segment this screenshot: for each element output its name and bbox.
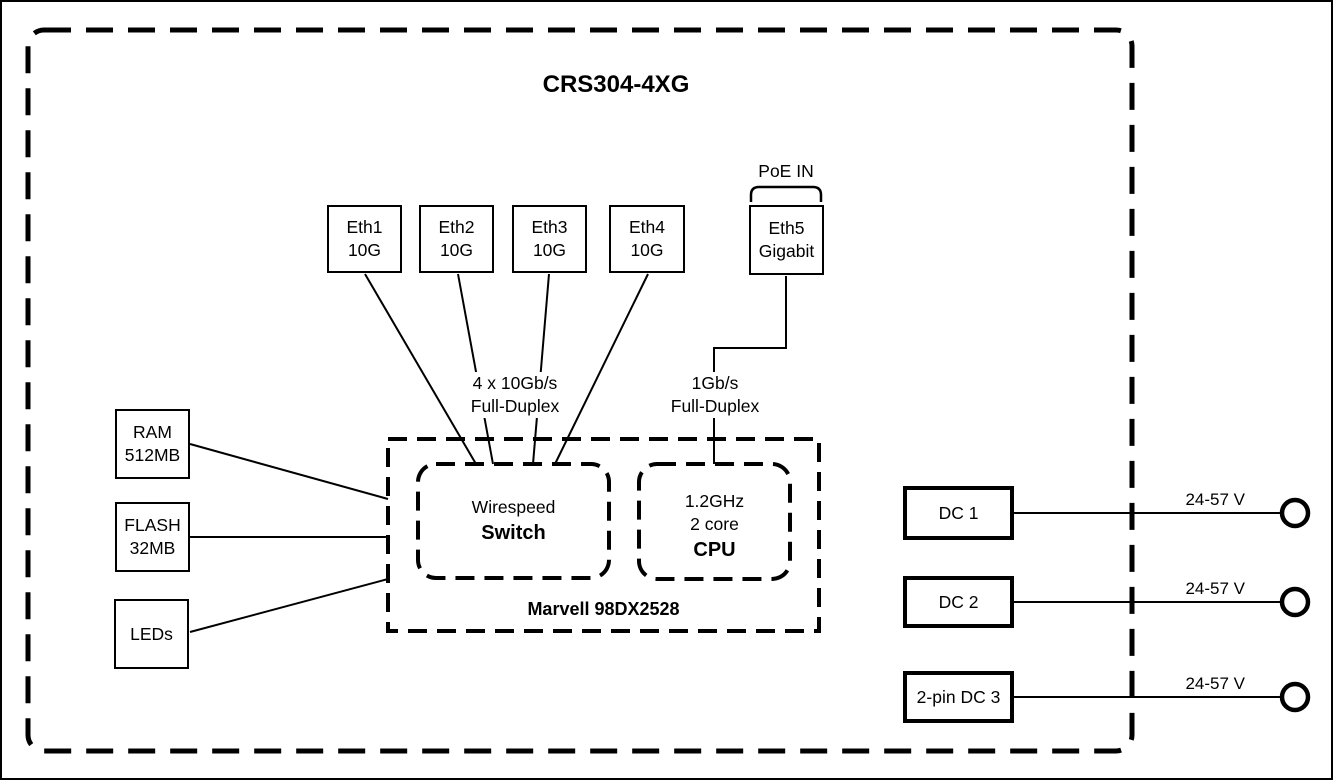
port-speed: Gigabit: [758, 241, 815, 261]
port-box-eth2: Eth2 10G: [419, 205, 494, 273]
flash-label: FLASH: [124, 515, 181, 535]
device-enclosure-dashed-border: [25, 27, 1135, 754]
eth1-switch-wire: [364, 273, 477, 465]
device-title: CRS304-4XG: [542, 71, 690, 98]
switch-block: Wirespeed Switch: [418, 464, 609, 578]
poe-in-label: PoE IN: [758, 161, 814, 181]
port-speed: 10G: [439, 240, 474, 260]
cpu-block-line2: 2 core: [690, 513, 739, 534]
dc2-connector-circle-icon: [1279, 586, 1311, 618]
leds-soc-wire: [189, 578, 389, 633]
cpu-bus-label: 1Gb/s Full-Duplex: [635, 372, 795, 418]
dc3-label: 2-pin DC 3: [916, 686, 1001, 707]
flash-box: FLASH 32MB: [115, 502, 190, 572]
switch-block-line1: Wirespeed: [471, 496, 556, 517]
leds-label: LEDs: [130, 623, 173, 644]
cpu-block-line3: CPU: [693, 538, 736, 561]
port-speed: 10G: [532, 240, 567, 260]
eth3-switch-wire: [532, 273, 550, 465]
port-box-eth5: Eth5 Gigabit: [749, 205, 824, 275]
ram-label: RAM: [133, 422, 172, 442]
dc2-box: DC 2: [903, 576, 1014, 628]
dc2-label: DC 2: [938, 591, 979, 612]
poe-in-bracket-icon: [749, 185, 823, 202]
soc-name-label: Marvell 98DX2528: [527, 599, 680, 619]
switch-bus-label-line1: 4 x 10Gb/s: [469, 372, 561, 395]
leds-box: LEDs: [114, 599, 189, 669]
eth2-switch-wire: [457, 273, 494, 465]
port-name: Eth5: [768, 218, 805, 238]
port-name: Eth2: [438, 217, 475, 237]
dc1-voltage-label: 24-57 V: [1185, 490, 1245, 509]
port-speed: 10G: [630, 240, 664, 260]
dc1-connector-circle-icon: [1279, 497, 1311, 529]
dc2-voltage-label: 24-57 V: [1185, 579, 1245, 598]
cpu-block-dashed-box: [637, 462, 792, 581]
cpu-bus-label-line2: Full-Duplex: [667, 395, 763, 418]
port-speed: 10G: [347, 240, 382, 260]
switch-block-line2: Switch: [481, 521, 546, 544]
port-name: Eth1: [346, 217, 383, 237]
port-box-eth4: Eth4 10G: [609, 205, 685, 273]
ram-size: 512MB: [124, 445, 181, 465]
dc1-box: DC 1: [903, 486, 1014, 540]
cpu-block-line1: 1.2GHz: [684, 490, 745, 511]
port-box-eth3: Eth3 10G: [512, 205, 587, 273]
ram-box: RAM 512MB: [115, 409, 190, 479]
eth4-switch-wire: [554, 273, 649, 465]
ram-soc-wire: [189, 443, 389, 500]
flash-size: 32MB: [129, 538, 176, 558]
dc3-voltage-label: 24-57 V: [1185, 674, 1245, 693]
cpu-bus-label-line1: 1Gb/s: [688, 372, 742, 395]
port-box-eth1: Eth1 10G: [327, 205, 402, 273]
switch-block-dashed-box: [416, 462, 611, 580]
port-name: Eth4: [629, 217, 665, 237]
switch-bus-label: 4 x 10Gb/s Full-Duplex: [435, 372, 595, 418]
dc3-box: 2-pin DC 3: [903, 671, 1014, 723]
switch-bus-label-line2: Full-Duplex: [467, 395, 563, 418]
dc1-label: DC 1: [938, 502, 979, 523]
cpu-block: 1.2GHz 2 core CPU: [639, 464, 790, 579]
dc3-connector-circle-icon: [1279, 681, 1311, 713]
soc-marvell-dashed-box: [386, 437, 821, 633]
port-name: Eth3: [531, 217, 568, 237]
